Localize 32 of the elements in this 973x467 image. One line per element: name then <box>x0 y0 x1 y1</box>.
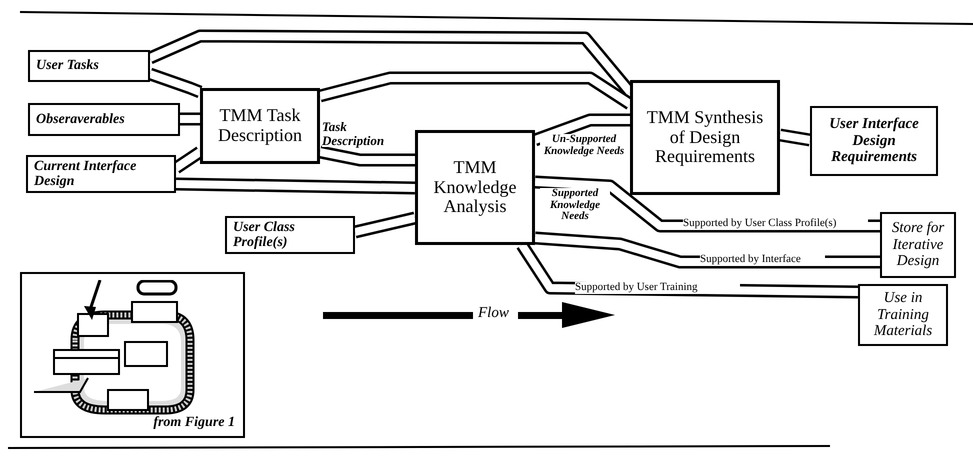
edge-label: Supported by Interface <box>700 254 825 266</box>
process-box <box>630 80 780 195</box>
flow-channel <box>180 112 200 126</box>
flow-tab <box>28 50 150 82</box>
flow-tab <box>880 212 956 278</box>
flow-tab <box>28 103 180 136</box>
node-text: Current Interface Design <box>34 158 138 190</box>
edge-label: Supported by User Class Profile(s) <box>683 218 868 230</box>
flow-channel <box>778 128 812 146</box>
flow-channel <box>534 176 880 232</box>
flow-tab <box>26 155 176 193</box>
node-text: User Class Profile(s) <box>233 220 296 250</box>
flow-channel <box>176 178 416 194</box>
flow-channel <box>354 212 416 238</box>
process-box <box>415 130 535 245</box>
node-text: TMM Synthesis of Design Requirements <box>646 108 764 168</box>
edge-label: Supported by User Training <box>575 282 740 294</box>
flow-tab <box>858 284 948 346</box>
node-text: User Interface Design Requirements <box>828 116 920 166</box>
node-text: Obseraverables <box>36 112 125 128</box>
flow-tab <box>225 216 355 254</box>
flow-channel <box>318 146 415 166</box>
node-text: TMM Knowledge Analysis <box>432 158 518 218</box>
flow-tab <box>810 106 938 176</box>
node-text: Use in Training Materials <box>872 290 934 340</box>
node-text: TMM Task Description <box>217 106 303 146</box>
inset-caption: from Figure 1 <box>153 414 235 430</box>
flow-channel <box>534 232 880 268</box>
node-text: User Tasks <box>36 58 99 74</box>
figure-inset-panel <box>20 272 245 438</box>
process-box <box>200 88 320 164</box>
node-text: Store for Iterative Design <box>890 220 946 270</box>
